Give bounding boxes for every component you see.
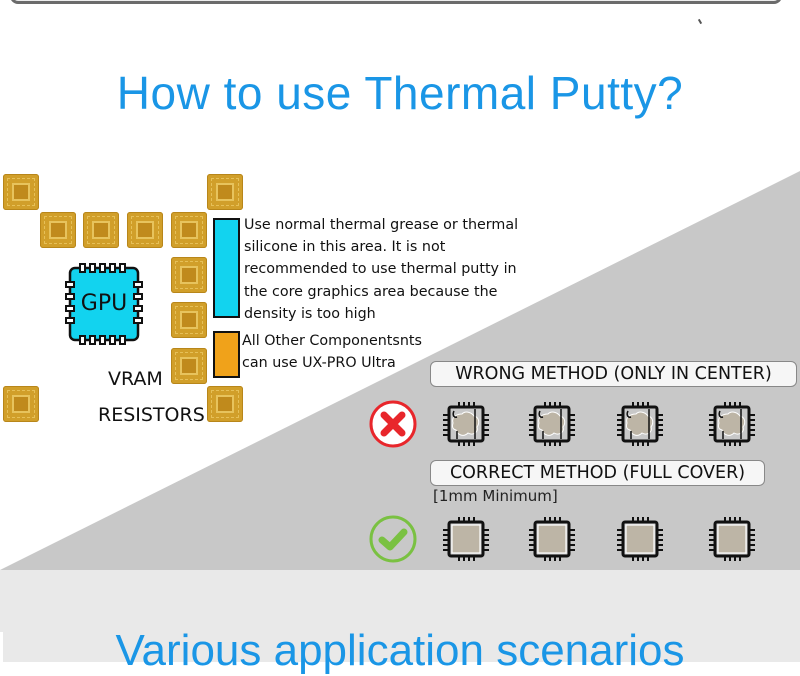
component-chip (171, 212, 207, 248)
component-chip (3, 386, 39, 422)
legend-line: Use normal thermal grease or thermal (244, 217, 519, 233)
legend-swatch-putty (213, 331, 240, 378)
gpu-chip: GPU (64, 262, 144, 346)
processor-partial-putty (441, 399, 491, 449)
resistors-label: RESISTORS (98, 404, 205, 426)
legend-line: can use UX-PRO Ultra (242, 355, 396, 372)
component-chip (3, 174, 39, 210)
legend-line: density is too high (244, 305, 376, 322)
minimum-thickness-note: [1mm Minimum] (433, 487, 558, 505)
processor-full-putty (615, 514, 665, 564)
processor-partial-putty (527, 399, 577, 449)
gpu-chip-icon (65, 263, 143, 345)
edge-strip (0, 632, 3, 662)
legend-line: the core graphics area because the (244, 283, 498, 300)
next-section-background (0, 570, 800, 662)
legend-swatch-grease (213, 218, 240, 318)
component-chip (207, 386, 243, 422)
component-chip (83, 212, 119, 248)
legend-text-grease: Use normal thermal grease or thermal sil… (244, 214, 518, 325)
vram-label: VRAM (108, 368, 163, 390)
component-chip (171, 348, 207, 384)
component-chip (171, 302, 207, 338)
processor-partial-putty (707, 399, 757, 449)
page-title: How to use Thermal Putty? (116, 67, 684, 119)
check-circle-icon (369, 515, 417, 563)
legend-line: silicone in this area. It is not (244, 239, 446, 256)
component-chip (127, 212, 163, 248)
component-chip (171, 257, 207, 293)
processor-full-putty (527, 514, 577, 564)
gpu-label: GPU (80, 291, 128, 316)
processor-full-putty (707, 514, 757, 564)
component-chip (40, 212, 76, 248)
correct-method-label: CORRECT METHOD (FULL COVER) (430, 460, 765, 486)
component-chip (207, 174, 243, 210)
processor-partial-putty (615, 399, 665, 449)
legend-line: recommended to use thermal putty in (244, 261, 517, 278)
section-title: Various application scenarios (115, 626, 685, 675)
x-circle-icon (369, 400, 417, 448)
processor-full-putty (441, 514, 491, 564)
legend-line: All Other Componentsnts (242, 333, 422, 349)
wrong-method-label: WRONG METHOD (ONLY IN CENTER) (430, 361, 797, 387)
legend-text-putty: All Other Componentsnts can use UX-PRO U… (242, 330, 422, 374)
